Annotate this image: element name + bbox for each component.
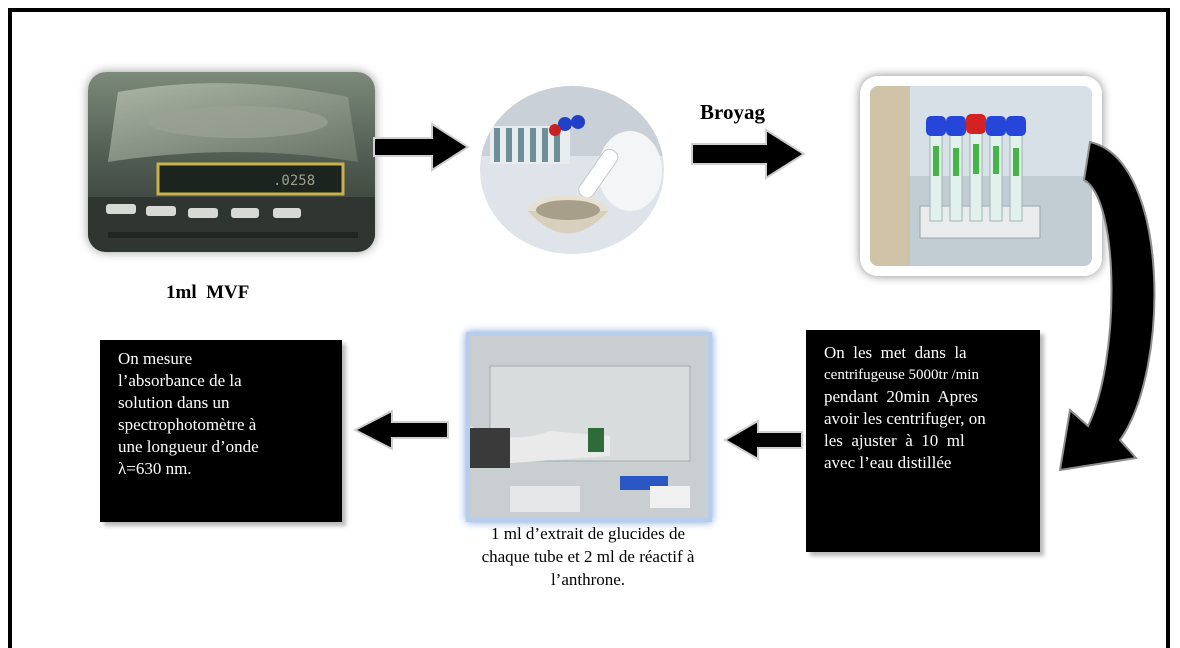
measurement-line: solution dans un [118, 393, 230, 412]
measurement-line: λ=630 nm. [118, 459, 192, 478]
grinding-photo [480, 86, 664, 254]
grinding-label: Broyag [700, 100, 765, 124]
centrifuge-line: pendant 20min Apres [824, 387, 978, 406]
centrifuge-line: avoir les centrifuger, on [824, 409, 986, 428]
centrifuge-line: les ajuster à 10 ml [824, 431, 965, 450]
curved-arrow-icon [1058, 140, 1156, 472]
centrifuge-line: centrifugeuse 5000tr /min [824, 367, 979, 383]
extract-label-line: chaque tube et 2 ml de réactif à [481, 547, 695, 566]
tubes-photo [860, 76, 1102, 276]
arrow-left-icon [722, 419, 803, 461]
measurement-line: spectrophotomètre à [118, 415, 257, 434]
measurement-line: l’absorbance de la [118, 371, 242, 390]
centrifuge-line: On les met dans la [824, 343, 967, 362]
measurement-line: On mesure [118, 349, 193, 368]
extract-label-line: l’anthrone. [550, 570, 626, 589]
extract-label: 1 ml d’extrait de glucides de chaque tub… [448, 522, 728, 591]
arrow-right-icon [373, 122, 470, 172]
centrifuge-line: avec l’eau distillée [824, 453, 952, 472]
measurement-line: une longueur d’onde [118, 437, 259, 456]
weighing-label: 1ml MVF [166, 282, 250, 303]
svg-text:.0258: .0258 [273, 173, 315, 189]
diagram-frame [8, 8, 1170, 648]
arrow-left-icon [352, 409, 449, 451]
extract-photo [466, 332, 712, 522]
measurement-box: On mesure l’absorbance de la solution da… [100, 340, 342, 522]
balance-photo: .0258 [88, 72, 375, 252]
extract-label-line: 1 ml d’extrait de glucides de [490, 524, 686, 543]
centrifuge-box: On les met dans la centrifugeuse 5000tr … [806, 330, 1040, 552]
arrow-right-icon [691, 128, 806, 180]
